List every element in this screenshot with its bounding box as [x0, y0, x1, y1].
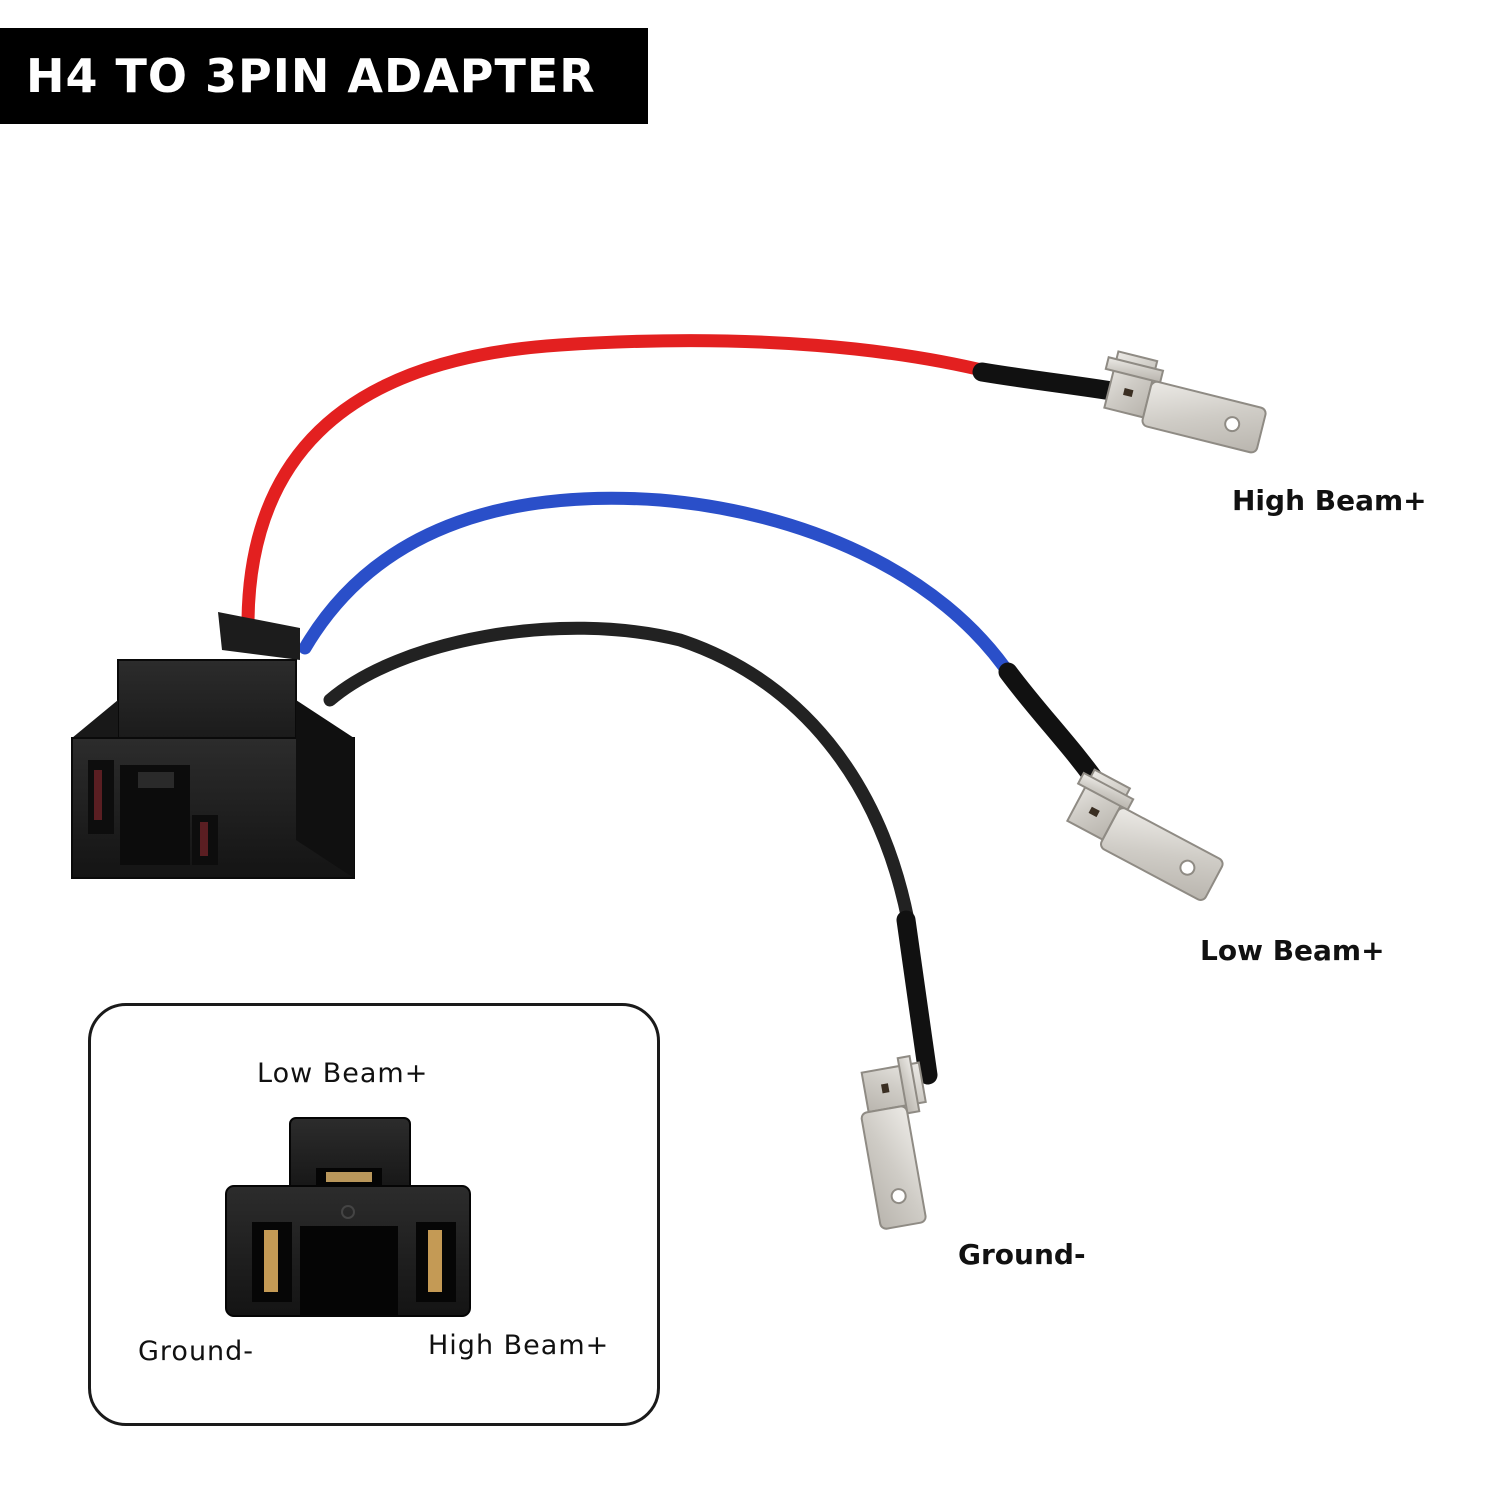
inset-ground-label: Ground- [138, 1336, 255, 1367]
high-beam-terminal [1103, 350, 1267, 454]
inset-low-beam-label: Low Beam+ [257, 1058, 429, 1089]
black-wire-sleeve [896, 910, 938, 1085]
low-beam-terminal [1065, 768, 1224, 901]
blue-wire [298, 491, 1019, 685]
title-text: H4 TO 3PIN ADAPTER [26, 49, 596, 103]
inset-connector [225, 1117, 471, 1317]
inset-high-beam-label: High Beam+ [428, 1330, 610, 1361]
pinout-inset [88, 1003, 660, 1426]
title-banner: H4 TO 3PIN ADAPTER [0, 28, 648, 124]
red-wire-sleeve [972, 362, 1128, 402]
low-beam-label: Low Beam+ [1200, 934, 1385, 967]
high-beam-label: High Beam+ [1232, 484, 1427, 517]
red-wire [241, 334, 997, 627]
black-wire [323, 621, 915, 927]
blue-wire-sleeve [998, 662, 1112, 800]
h4-connector [71, 612, 355, 879]
ground-label: Ground- [958, 1238, 1086, 1271]
ground-terminal [860, 1054, 927, 1230]
